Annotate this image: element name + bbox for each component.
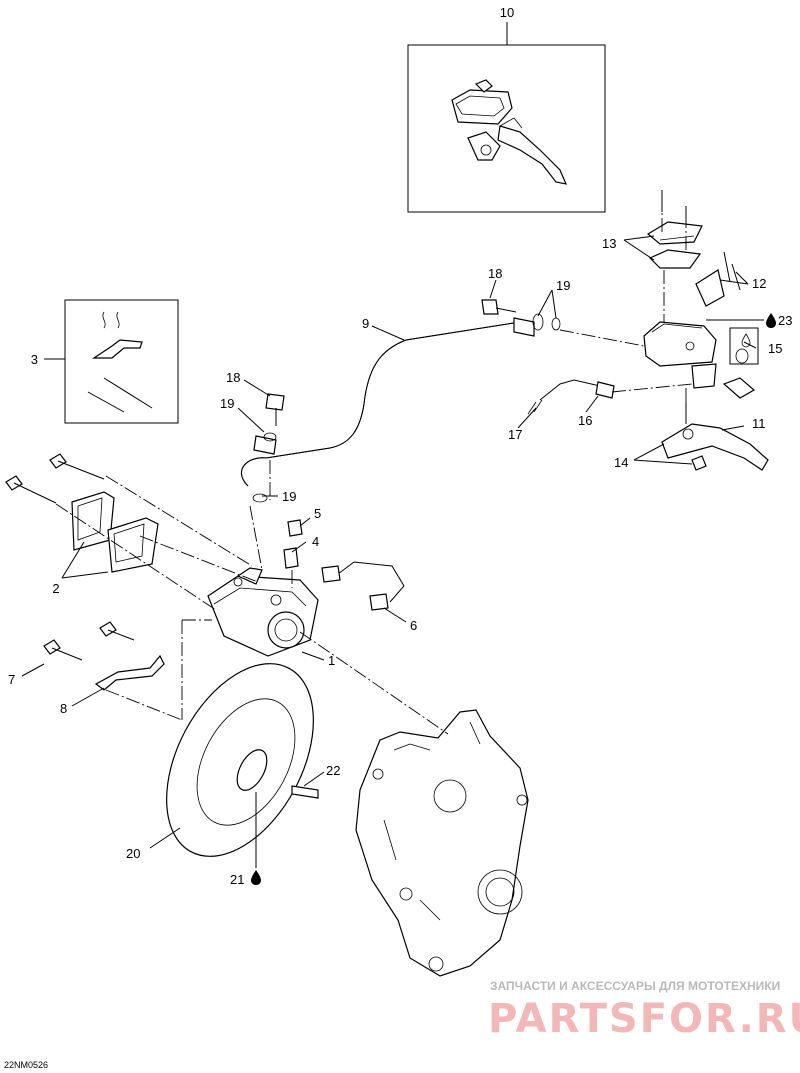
callout-10: 10 (500, 5, 514, 20)
callout-22: 22 (326, 763, 340, 778)
inset-pad-hardware (44, 299, 179, 424)
brake-light-switch (527, 379, 615, 415)
chaincase-housing (355, 709, 529, 977)
brake-disc (166, 663, 319, 857)
callout-23-group: 23 (766, 313, 792, 328)
mounting-bracket (43, 621, 165, 691)
callout-8: 8 (60, 701, 67, 716)
master-cylinder-exploded (643, 190, 759, 399)
callout-13: 13 (602, 236, 616, 251)
callout-9: 9 (362, 316, 369, 331)
callout-3: 3 (31, 352, 38, 367)
callout-19b: 19 (282, 489, 296, 504)
caliper-bolts (5, 453, 105, 504)
callout-2: 2 (52, 581, 59, 596)
callout-14: 14 (614, 455, 628, 470)
callout-7: 7 (8, 672, 15, 687)
watermark: ЗАПЧАСТИ И АКСЕССУАРЫ ДЛЯ МОТОТЕХНИКИ PA… (488, 979, 800, 1042)
callout-20: 20 (126, 846, 140, 861)
callout-19c: 19 (556, 278, 570, 293)
callout-12: 12 (752, 276, 766, 291)
brake-hose (241, 317, 535, 487)
drop-icon (766, 313, 776, 328)
callout-6: 6 (410, 618, 417, 633)
callout-labels: 10 3 2 1 4 5 6 7 8 9 18 19 19 18 19 13 1… (8, 5, 792, 887)
brake-lever (661, 402, 769, 471)
callout-16: 16 (578, 413, 592, 428)
drop-icon (251, 870, 261, 885)
callout-11: 11 (752, 416, 766, 431)
callout-19a: 19 (220, 396, 234, 411)
callout-15: 15 (768, 341, 782, 356)
drop-outline-icon (741, 333, 751, 348)
callout-21: 21 (230, 872, 244, 887)
alignment-lines (55, 196, 693, 735)
caliper-brake-line (321, 561, 405, 611)
leader-lines (21, 235, 764, 868)
callout-21-group: 21 (230, 870, 261, 887)
callout-5: 5 (314, 506, 321, 521)
watermark-brand: PARTSFOR.RU (488, 996, 800, 1042)
banjo-bolts (252, 299, 561, 503)
watermark-tagline: ЗАПЧАСТИ И АКСЕССУАРЫ ДЛЯ МОТОТЕХНИКИ (490, 979, 780, 993)
inset-master-cylinder-assembly (407, 22, 606, 213)
diagram-code: 22NM0526 (4, 1060, 48, 1070)
callout-17: 17 (508, 427, 522, 442)
callout-23: 23 (778, 313, 792, 328)
brake-pads (71, 491, 159, 573)
callout-1: 1 (328, 653, 335, 668)
callout-18a: 18 (226, 370, 240, 385)
bleeder-valve (283, 519, 303, 569)
callout-15-group: 15 (741, 333, 782, 356)
brake-caliper (207, 567, 319, 657)
callout-4: 4 (312, 534, 319, 549)
callout-18b: 18 (488, 266, 502, 281)
